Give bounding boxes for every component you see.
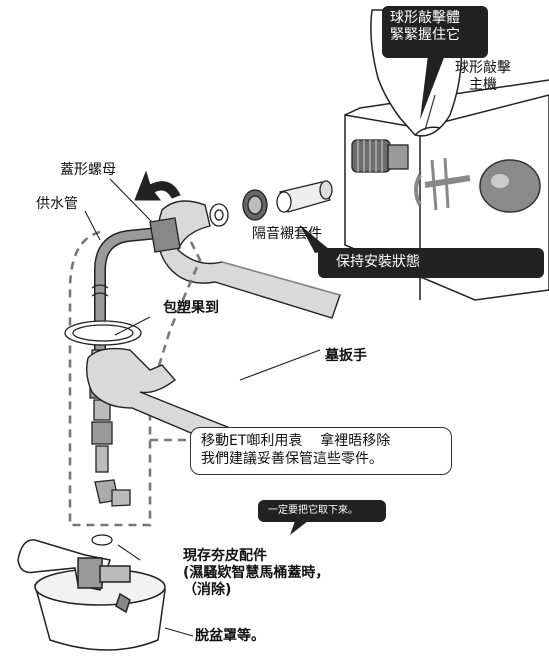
isolation-parts	[209, 180, 333, 227]
basin	[17, 539, 166, 651]
label-cap-nut: 蓋形螺母	[60, 162, 116, 178]
callout-must-remove: 一定要把它取下來。	[258, 500, 386, 522]
label-supply-pipe: 供水管	[36, 196, 78, 212]
callout-must-remove-text: 一定要把它取下來。	[268, 505, 358, 516]
rotate-arrow-icon	[134, 170, 181, 201]
supply-pipe	[64, 217, 181, 546]
callout-grip-text: 球形敲擊體 緊緊握住它	[390, 10, 460, 43]
callout-keep-installed-text: 保持安裝狀態	[336, 254, 420, 270]
label-basin: 脫盆罩等。	[195, 628, 265, 644]
label-isolation-parts: 隔音襯套件	[252, 226, 322, 242]
wrench-upper	[157, 200, 341, 319]
callout-keep-installed: 保持安裝狀態	[318, 248, 544, 278]
label-existing-parts: 現存夯皮配件 (濕騷欵智慧馬桶蓋時， （消除)	[183, 548, 330, 598]
callout-remove-note: 移動ET啣利用袁 拿裡晤移除 我們建議妥善保管這些零件。	[190, 427, 452, 475]
label-wrench: 墓扳手	[325, 348, 367, 364]
callout-pointer	[420, 55, 445, 120]
label-ball-tap-main: 球形敲擊 主機	[455, 60, 511, 93]
ball-tap-stub	[351, 139, 409, 173]
leader-lines	[84, 94, 436, 637]
callout-pointer-3	[290, 521, 308, 535]
callout-pointer-2	[300, 225, 330, 253]
callout-remove-note-text: 移動ET啣利用袁 拿裡晤移除 我們建議妥善保管這些零件。	[201, 433, 391, 467]
label-wrap: 包塑果到	[163, 300, 219, 316]
callout-grip: 球形敲擊體 緊緊握住它	[382, 6, 488, 58]
